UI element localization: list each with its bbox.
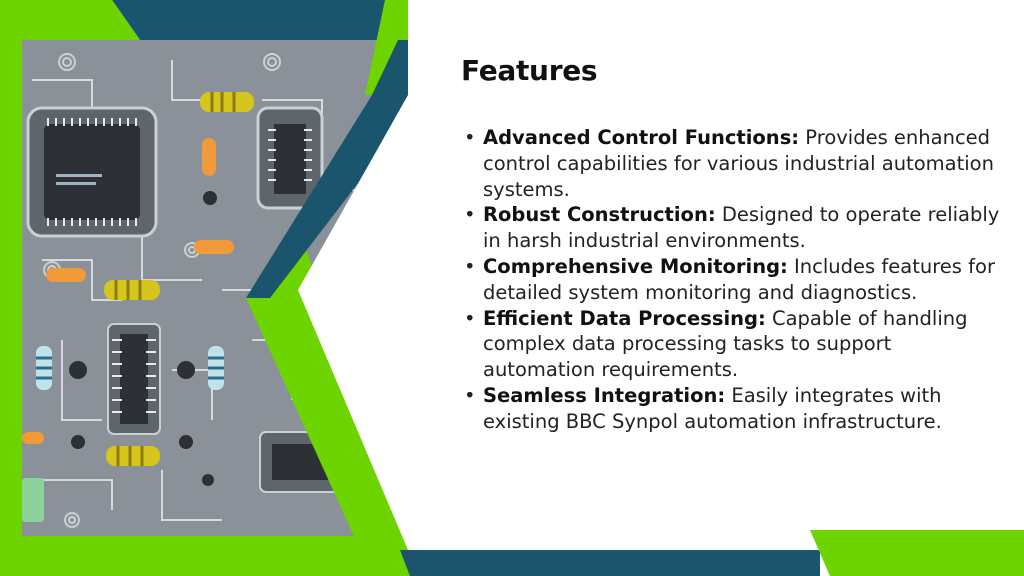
feature-title: Robust Construction: — [483, 203, 716, 227]
feature-title: Efficient Data Processing: — [483, 306, 766, 330]
feature-text: Includes features for detailed system mo… — [483, 254, 995, 304]
list-item: Robust Construction: Designed to operate… — [464, 202, 1009, 254]
feature-list: Advanced Control Functions: Provides enh… — [464, 125, 1009, 435]
list-item: Advanced Control Functions: Provides enh… — [464, 125, 1009, 202]
list-item: Seamless Integration: Easily integrates … — [464, 383, 1009, 435]
feature-title: Comprehensive Monitoring: — [483, 254, 788, 278]
list-item: Efficient Data Processing: Capable of ha… — [464, 306, 1009, 383]
feature-title: Advanced Control Functions: — [483, 126, 800, 149]
feature-text: Easily integrates with existing BBC Synp… — [483, 383, 942, 433]
list-item: Comprehensive Monitoring: Includes featu… — [464, 254, 1009, 306]
page-title: Features — [461, 54, 598, 87]
feature-title: Seamless Integration: — [483, 383, 726, 407]
feature-text: Capable of handling complex data process… — [483, 306, 968, 382]
feature-text: Designed to operate reliably in harsh in… — [483, 203, 1000, 253]
feature-text: Provides enhanced control capabilities f… — [483, 126, 994, 201]
